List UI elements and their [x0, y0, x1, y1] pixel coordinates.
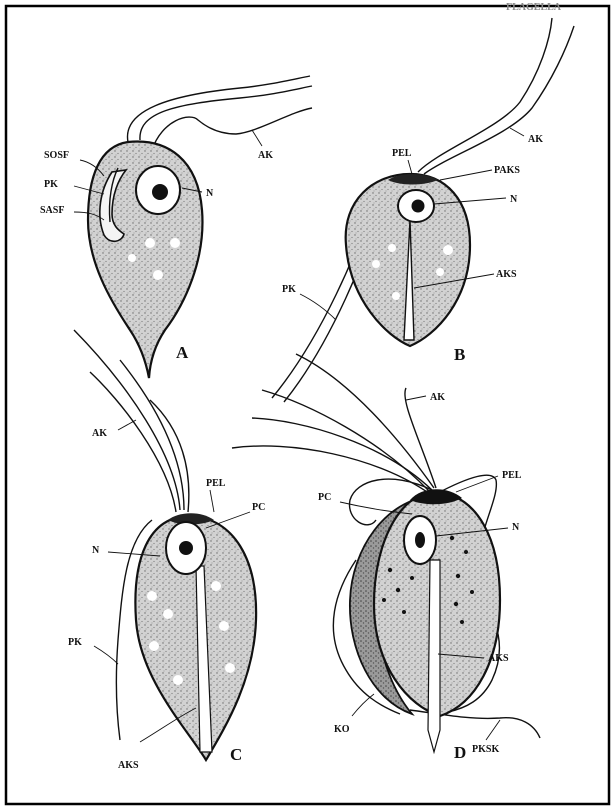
label-pel: PEL	[502, 470, 522, 481]
panel-c-vacuole	[163, 609, 173, 619]
panel-c-leader-ak	[118, 420, 136, 430]
panel-d-nucleolus	[415, 532, 425, 548]
panel-c: AK PEL PC N PK AKS C	[68, 330, 265, 771]
panel-c-vacuole	[173, 675, 183, 685]
panel-b-vacuole	[436, 268, 444, 276]
panel-c-flagellum	[120, 360, 184, 510]
panel-c-flagellum	[74, 330, 180, 510]
label-pc: PC	[318, 492, 331, 503]
label-pksk: PKSK	[472, 744, 499, 755]
label-ak: AK	[430, 392, 445, 403]
panel-c-flagellum	[90, 372, 176, 512]
label-ko: KO	[334, 724, 350, 735]
panel-d-axostyle	[428, 560, 440, 752]
panel-a-flagellum	[152, 108, 312, 150]
panel-c-vacuole	[147, 591, 157, 601]
panel-b-leader-ak	[510, 128, 524, 136]
label-n: N	[92, 545, 100, 556]
panel-d-granule	[410, 576, 414, 580]
label-sosf: SOSF	[44, 150, 69, 161]
panel-d-flagellum	[296, 354, 434, 488]
panel-letter-a: A	[176, 343, 189, 362]
panel-b-vacuole	[372, 260, 380, 268]
panel-c-vacuole	[211, 581, 221, 591]
panel-b-nucleolus	[412, 200, 425, 213]
figure-border	[6, 6, 609, 804]
panel-b-vacuole	[443, 245, 453, 255]
panel-d-leader-pel	[456, 476, 498, 492]
panel-a-flagellum	[140, 86, 312, 140]
panel-d-granule	[460, 620, 464, 624]
label-flagella-top: FLAGELLA	[506, 2, 562, 13]
label-pel: PEL	[206, 478, 226, 489]
panel-d: AK PEL PC N AKS KO PKSK D	[232, 354, 540, 762]
panel-d-granule	[456, 574, 460, 578]
panel-c-vacuole	[219, 621, 229, 631]
panel-d-leader-pksk	[486, 720, 500, 740]
panel-c-leader-pel	[210, 490, 214, 512]
panel-b-vacuole	[388, 244, 396, 252]
panel-b-leader-pel	[408, 160, 412, 174]
panel-c-vacuole	[149, 641, 159, 651]
label-pk: PK	[44, 179, 58, 190]
label-pk: PK	[68, 637, 82, 648]
label-aks: AKS	[488, 653, 509, 664]
label-ak: AK	[528, 134, 543, 145]
panel-d-flagellum	[232, 446, 430, 494]
panel-d-granule	[402, 610, 406, 614]
panel-d-granule	[470, 590, 474, 594]
panel-a-leader-ak	[252, 130, 262, 146]
label-paks: PAKS	[494, 165, 520, 176]
panel-d-granule	[450, 536, 454, 540]
panel-a-nucleolus	[152, 184, 168, 200]
label-n: N	[512, 522, 520, 533]
panel-d-granule	[464, 550, 468, 554]
panel-b-vacuole	[392, 292, 400, 300]
panel-d-granule	[454, 602, 458, 606]
panel-d-flagellum	[262, 390, 430, 492]
panel-a-vacuole	[153, 270, 163, 280]
panel-b-leader-paks	[440, 170, 492, 180]
label-pel: PEL	[392, 148, 412, 159]
panel-d-granule	[396, 588, 400, 592]
label-aks: AKS	[118, 760, 139, 771]
panel-a: SOSF PK SASF N AK A	[40, 76, 312, 378]
panel-a-vacuole	[145, 238, 155, 248]
panel-letter-b: B	[454, 345, 465, 364]
panel-letter-c: C	[230, 745, 242, 764]
panel-a-vacuole	[128, 254, 136, 262]
panel-d-leader-ak	[406, 396, 426, 400]
label-pc: PC	[252, 502, 265, 513]
label-n: N	[510, 194, 518, 205]
label-ak: AK	[258, 150, 273, 161]
panel-b-flagellum	[418, 18, 552, 172]
panel-d-granule	[388, 568, 392, 572]
panel-c-vacuole	[225, 663, 235, 673]
panel-d-granule	[382, 598, 386, 602]
panel-b: FLAGELLA AK PEL PAKS N AKS PK	[272, 2, 574, 402]
panel-c-leader-pk	[94, 646, 118, 664]
label-aks: AKS	[496, 269, 517, 280]
panel-letter-d: D	[454, 743, 466, 762]
label-ak: AK	[92, 428, 107, 439]
label-pk: PK	[282, 284, 296, 295]
label-sasf: SASF	[40, 205, 64, 216]
label-n: N	[206, 188, 214, 199]
panel-c-nucleolus	[179, 541, 193, 555]
panel-a-vacuole	[170, 238, 180, 248]
